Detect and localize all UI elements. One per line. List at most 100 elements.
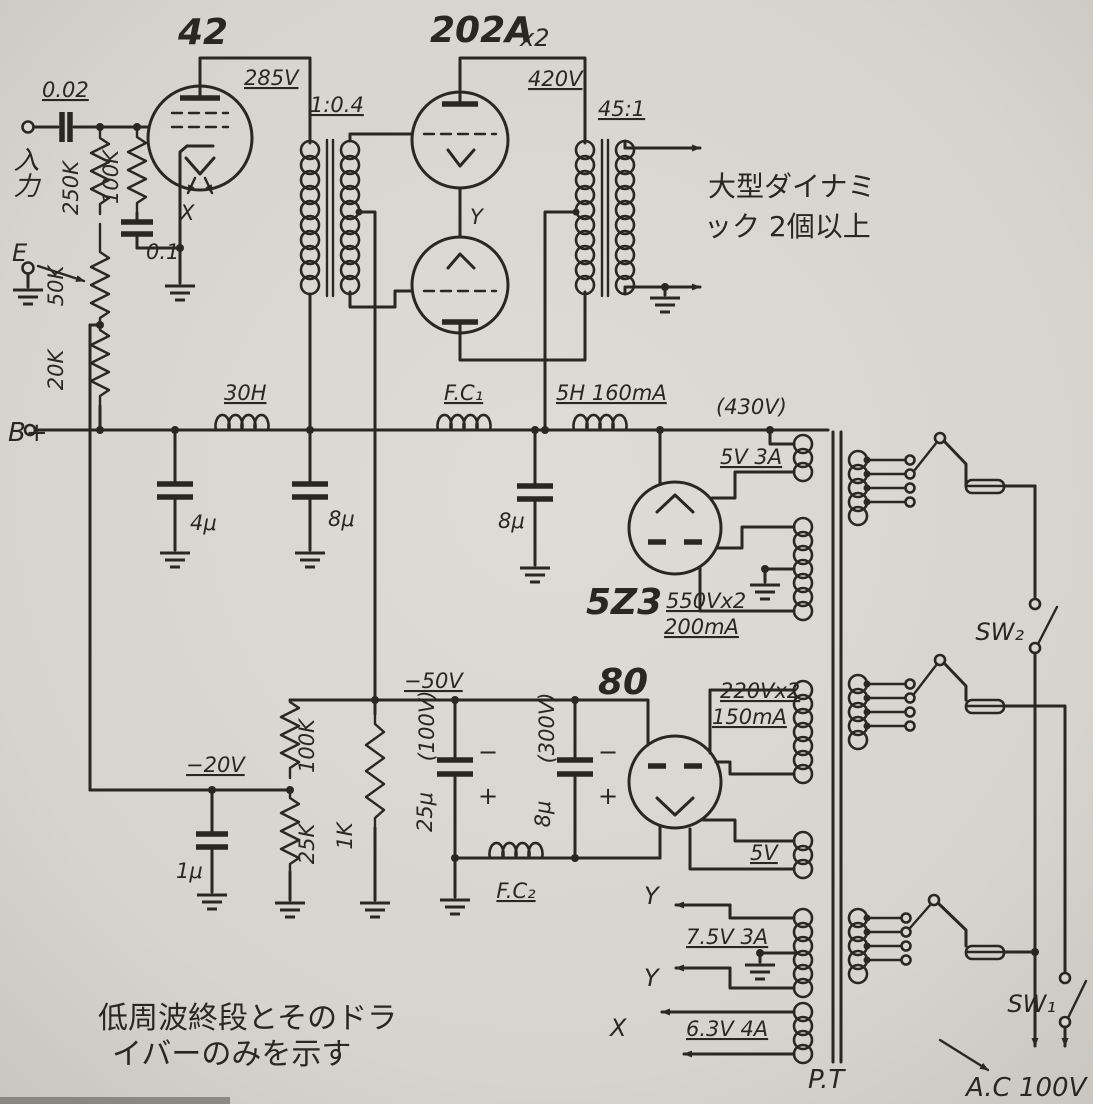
heater-leads [660,901,796,1058]
label-speaker-2: ック 2個以上 [704,210,871,243]
label-minus-25u: − [478,738,498,766]
selector-lever-top [912,440,939,473]
pt-winding-5v3a [792,433,814,483]
input-terminal [21,120,35,134]
label-tube-5z3: 5Z3 [586,582,662,623]
label-100v: (100V) [415,691,439,762]
push-pull-stage [410,56,587,362]
pt-winding-550v [792,516,814,622]
label-neg20v: −20V [186,753,246,777]
label-5v: 5V [750,841,779,865]
label-pt: P.T [808,1065,846,1095]
label-550v: 550Vx2 [666,589,746,613]
label-ratio-output: 45:1 [598,97,645,121]
label-input: 入力 [9,146,39,198]
output-transformer [543,138,702,432]
label-fc2: F.C₂ [496,879,536,903]
label-x-tap: X [179,201,195,225]
label-50k: 50K [44,264,68,307]
label-earth: E [12,239,28,267]
choke-fc2 [488,841,544,859]
label-20k: 20K [44,348,68,391]
label-tube-202a: 202A [430,10,533,51]
label-b-plus: B+ [8,418,48,448]
label-sw1: SW₁ [1007,990,1056,1018]
mains-circuit [863,431,1088,1072]
interstage-primary [299,139,321,296]
b-plus-filter [23,413,830,584]
label-plus-8u: + [598,782,618,810]
label-430v: (430V) [716,395,787,419]
selector-lever-middle [912,662,939,696]
label-tube-80: 80 [598,662,648,703]
label-y-tap: Y [470,205,485,229]
label-25u: 25μ [413,792,437,832]
label-y-heater-2: Y [644,964,661,992]
tube-42-filament [184,156,216,176]
ac-arrow [938,1038,990,1072]
input-stage [11,56,312,792]
resistor-25k [279,788,301,874]
switch-sw2 [1036,605,1059,646]
label-cap-01: 0.1 [146,240,179,264]
pt-winding-75v [792,907,814,999]
label-ratio-interstage: 1:0.4 [310,93,364,117]
caption-line-1: 低周波終段とそのドラ [98,1001,397,1036]
tap-selector-middle [865,682,908,728]
label-4u: 4μ [190,511,217,535]
caption-line-2: イバーのみを示す [112,1037,351,1072]
pot-50k [89,222,111,324]
labels: 入力 0.02 250K 100K 0.1 E 50K 20K 42 285V … [8,10,1089,1103]
neg-50v-line [288,698,650,747]
label-8u-a: 8μ [328,507,355,531]
label-30h: 30H [224,381,267,405]
label-200ma: 200mA [664,615,739,639]
label-8u-c: 8μ [531,801,555,828]
tube-5z3-filament [655,493,695,514]
label-tube-42: 42 [177,12,228,53]
label-100k-bias: 100K [295,717,319,773]
label-minus-8u: − [598,738,618,766]
tap-selector-bottom [865,916,904,962]
label-y-heater-1: Y [644,882,661,910]
label-coupling-cap: 0.02 [42,78,89,102]
pot-wiper-arrow [36,264,86,283]
bias-supply [88,688,796,919]
output-secondary [614,139,636,296]
label-150ma: 150mA [712,705,787,729]
label-sw2: SW₂ [975,618,1024,646]
pt-winding-63v [792,1001,814,1065]
label-8u-b: 8μ [498,509,525,533]
label-5v3a: 5V 3A [720,445,782,469]
resistor-1k [364,712,386,830]
label-1k: 1K [333,820,357,849]
interstage-transformer [299,132,414,716]
label-speaker-1: 大型ダイナミ [708,170,875,203]
pt-winding-5v [792,830,814,880]
label-220v: 220Vx2 [720,679,800,703]
label-250k: 250K [59,159,83,215]
label-plus-25u: + [478,782,498,810]
selector-lever-bottom [908,902,933,930]
tube-80-filament [655,796,695,817]
label-75v3a: 7.5V 3A [686,925,768,949]
tap-selector-top [865,458,908,504]
choke-30h [214,413,270,431]
pt-winding-220v [792,679,814,785]
choke-5h [572,413,628,431]
label-285v: 285V [244,66,300,90]
label-25k: 25K [295,822,319,865]
label-1u: 1μ [176,859,203,883]
label-202a-mult: x2 [519,24,549,52]
label-x-heater: X [608,1014,627,1042]
choke-fc1 [436,413,492,431]
rectifier-5z3 [627,428,796,613]
power-transformer [792,430,869,1065]
label-300v: (300V) [535,693,559,764]
output-primary [574,139,596,296]
switch-sw1 [1066,979,1088,1020]
label-fc1: F.C₁ [444,381,483,405]
scan-artifact [0,1097,230,1104]
